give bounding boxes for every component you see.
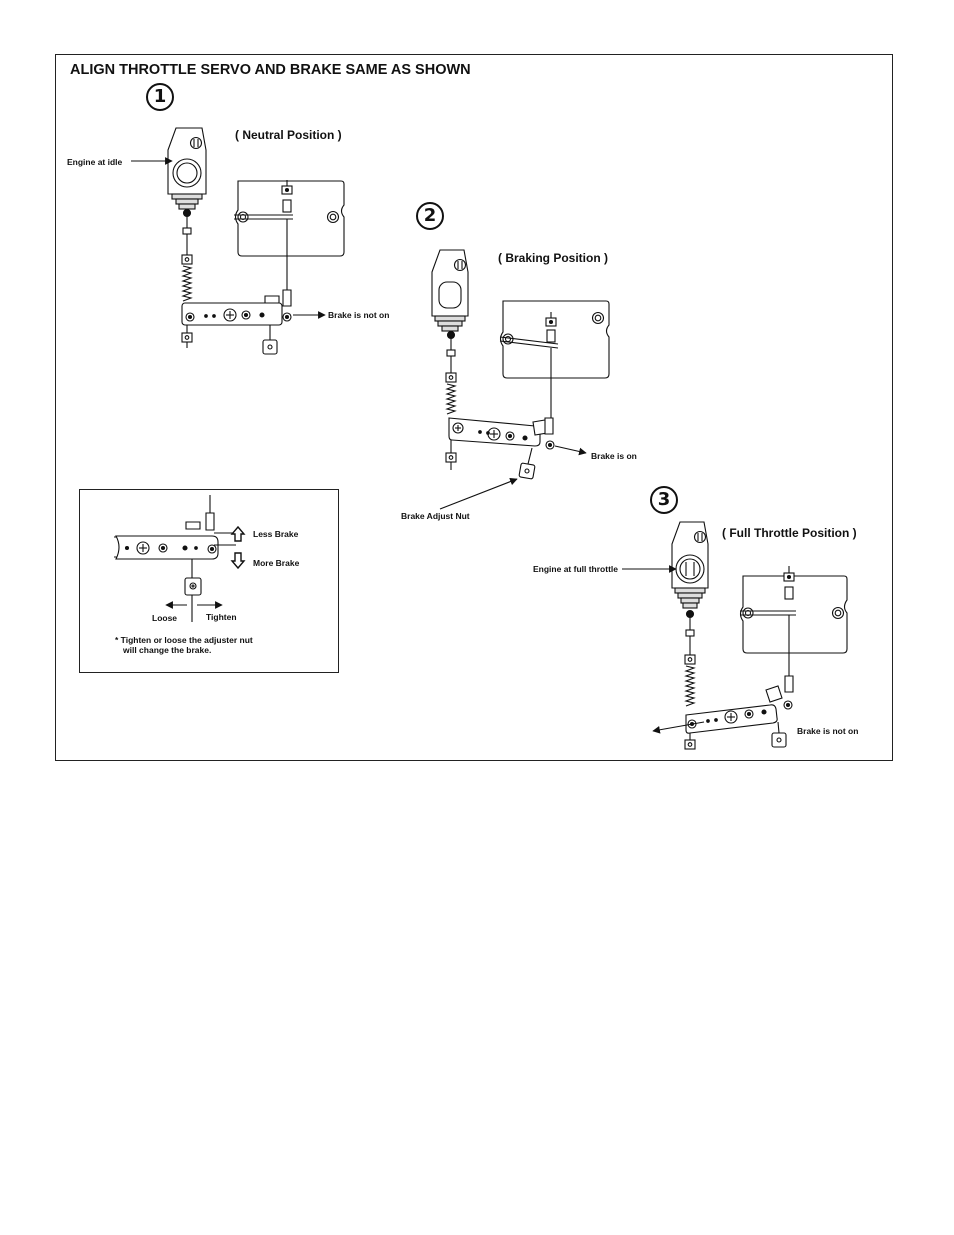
- inset-lever-detail: [114, 495, 236, 622]
- step-2-brake-lever: [445, 417, 587, 480]
- adjustment-inset: [79, 489, 339, 673]
- step3-brake-not-on-label: Brake is not on: [797, 726, 859, 736]
- more-brake-arrow-icon: [230, 552, 246, 570]
- full-throttle-position-label: ( Full Throttle Position ): [722, 526, 857, 540]
- step-2-servo: [431, 249, 469, 415]
- more-brake-label: More Brake: [253, 558, 300, 568]
- engine-idle-label: Engine at idle: [67, 157, 123, 167]
- engine-full-throttle-label: Engine at full throttle: [533, 564, 618, 574]
- less-brake-label: Less Brake: [253, 529, 299, 539]
- adjuster-note-line1: * Tighten or loose the adjuster nut: [115, 635, 253, 645]
- step-1-brake-lever: [181, 289, 326, 355]
- adjuster-note-line2: will change the brake.: [123, 645, 212, 655]
- step-2-number: 2: [416, 202, 444, 230]
- braking-position-label: ( Braking Position ): [498, 251, 609, 265]
- step-3-brake-lever: [652, 675, 794, 750]
- less-brake-arrow-icon: [230, 525, 246, 542]
- brake-adjust-nut-label: Brake Adjust Nut: [401, 511, 470, 521]
- diagram-frame: [55, 54, 893, 761]
- step-1-brake-plate: [234, 180, 345, 290]
- step-3-servo: [671, 521, 709, 707]
- neutral-position-label: ( Neutral Position ): [235, 128, 342, 142]
- page-title: ALIGN THROTTLE SERVO AND BRAKE SAME AS S…: [70, 62, 471, 78]
- step-1-servo: [167, 127, 207, 302]
- step-3-brake-plate: [739, 566, 848, 676]
- step-2-brake-plate: [499, 300, 610, 418]
- step-3-number: 3: [650, 486, 678, 514]
- loose-label: Loose: [152, 613, 178, 623]
- tighten-label: Tighten: [206, 612, 237, 622]
- step1-brake-not-on-label: Brake is not on: [328, 310, 390, 320]
- brake-is-on-label: Brake is on: [591, 451, 637, 461]
- step-1-number: 1: [146, 83, 174, 111]
